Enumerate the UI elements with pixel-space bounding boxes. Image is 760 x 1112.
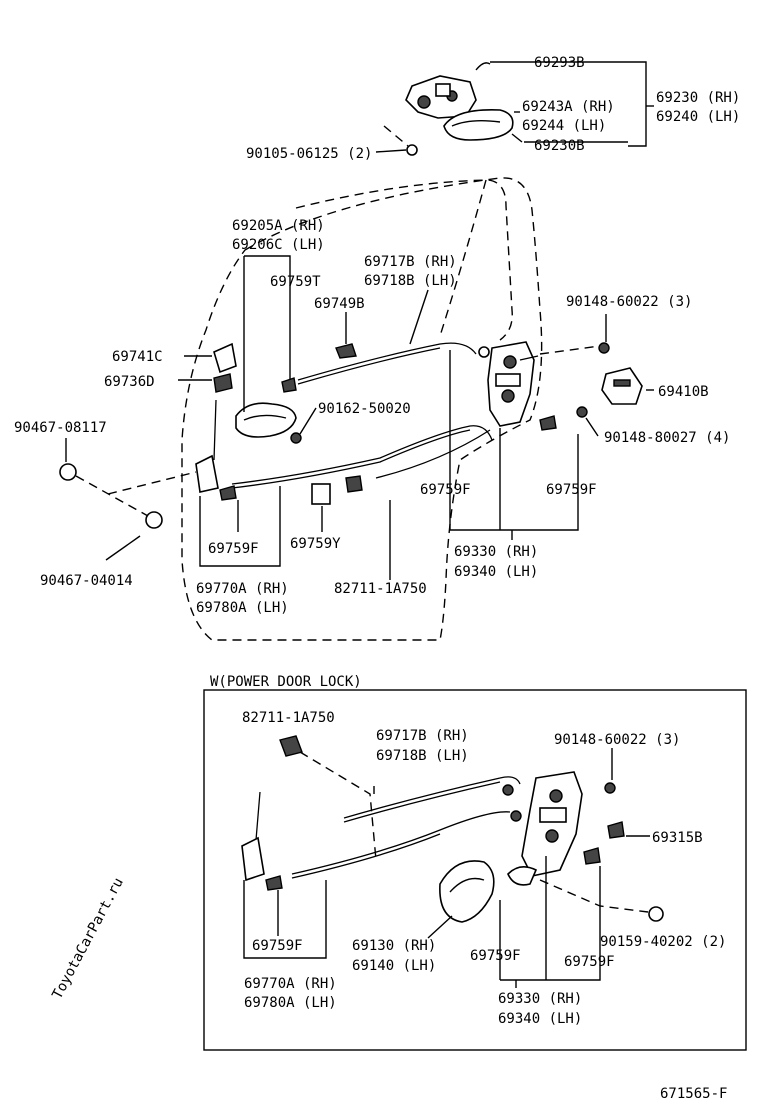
label-69205A: 69205A (RH) (232, 218, 325, 234)
label-90467-08117: 90467-08117 (14, 420, 107, 436)
label-69759F-mid: 69759F (420, 482, 471, 498)
striker-drawing (601, 367, 643, 405)
label-69717B: 69717B (RH) (364, 254, 457, 270)
label-82711-1A750: 82711-1A750 (334, 581, 427, 597)
label-69243A: 69243A (RH) (522, 99, 615, 115)
inset-label-69315B: 69315B (652, 830, 703, 846)
inset-frame (203, 689, 747, 1051)
label-69759T: 69759T (270, 274, 321, 290)
label-69718B: 69718B (LH) (364, 273, 457, 289)
label-69244: 69244 (LH) (522, 118, 606, 134)
label-90148-60022: 90148-60022 (3) (566, 294, 692, 310)
inset-label-69718B: 69718B (LH) (376, 748, 469, 764)
label-69206C: 69206C (LH) (232, 237, 325, 253)
label-69293B: 69293B (534, 55, 585, 71)
label-69759F-right: 69759F (546, 482, 597, 498)
label-90105-06125: 90105-06125 (2) (246, 146, 372, 162)
watermark: ToyotaCarPart.ru (49, 875, 126, 1002)
door-lock-assembly-drawing (478, 341, 539, 427)
inside-handle-drawing (213, 342, 297, 438)
label-69410B: 69410B (658, 384, 709, 400)
inset-label-90148-60022: 90148-60022 (3) (554, 732, 680, 748)
label-69240-lh: 69240 (LH) (656, 109, 740, 125)
inset-label-69330-rh: 69330 (RH) (498, 991, 582, 1007)
label-69741C: 69741C (112, 349, 163, 365)
inset-title: W(POWER DOOR LOCK) (210, 674, 362, 690)
inset-label-69780A: 69780A (LH) (244, 995, 337, 1011)
label-69230-rh: 69230 (RH) (656, 90, 740, 106)
label-69780A: 69780A (LH) (196, 600, 289, 616)
label-69736D: 69736D (104, 374, 155, 390)
inset-label-69759F-right: 69759F (564, 954, 615, 970)
label-69759Y: 69759Y (290, 536, 341, 552)
inset-label-69130: 69130 (RH) (352, 938, 436, 954)
outside-handle-assembly-drawing (383, 62, 523, 156)
inset-label-69759F-mid: 69759F (470, 948, 521, 964)
label-69340-lh: 69340 (LH) (454, 564, 538, 580)
label-90148-80027: 90148-80027 (4) (604, 430, 730, 446)
label-90467-04014: 90467-04014 (40, 573, 133, 589)
label-69770A: 69770A (RH) (196, 581, 289, 597)
inset-label-69770A: 69770A (RH) (244, 976, 337, 992)
label-69230B: 69230B (534, 138, 585, 154)
inset-label-69717B: 69717B (RH) (376, 728, 469, 744)
label-90162-50020: 90162-50020 (318, 401, 411, 417)
inset-label-69759F-left: 69759F (252, 938, 303, 954)
inset-label-69340-lh: 69340 (LH) (498, 1011, 582, 1027)
door-outline (181, 177, 543, 641)
inset-label-69140: 69140 (LH) (352, 958, 436, 974)
label-69749B: 69749B (314, 296, 365, 312)
inset-label-82711-1A750: 82711-1A750 (242, 710, 335, 726)
label-69330-rh: 69330 (RH) (454, 544, 538, 560)
label-69759F-left: 69759F (208, 541, 259, 557)
drawing-number: 671565-F (660, 1086, 727, 1102)
inset-label-90159-40202: 90159-40202 (2) (600, 934, 726, 950)
